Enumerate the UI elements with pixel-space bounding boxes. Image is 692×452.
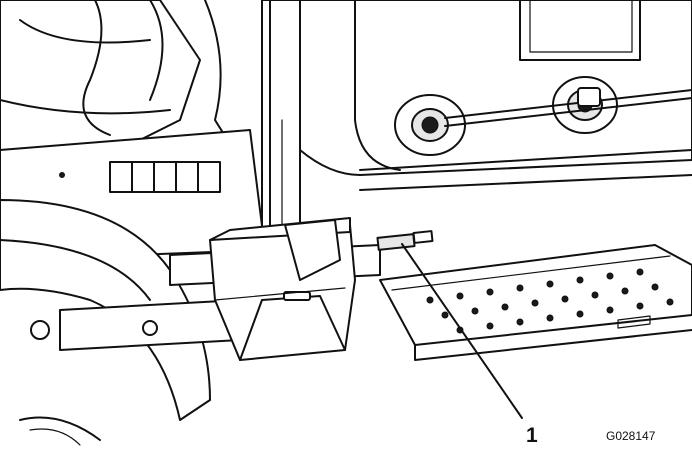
seat [0, 0, 241, 161]
step-plate [379, 244, 692, 361]
decal-tag [376, 230, 434, 251]
step-holes [426, 268, 674, 334]
battery-box [209, 217, 356, 361]
cable-assembly [394, 76, 692, 156]
callout-label: 1 [526, 424, 538, 447]
callout-leader-line [401, 243, 523, 419]
rear-cab-panel [299, 0, 692, 191]
figure-code: G028147 [606, 429, 656, 443]
fender [0, 199, 211, 446]
